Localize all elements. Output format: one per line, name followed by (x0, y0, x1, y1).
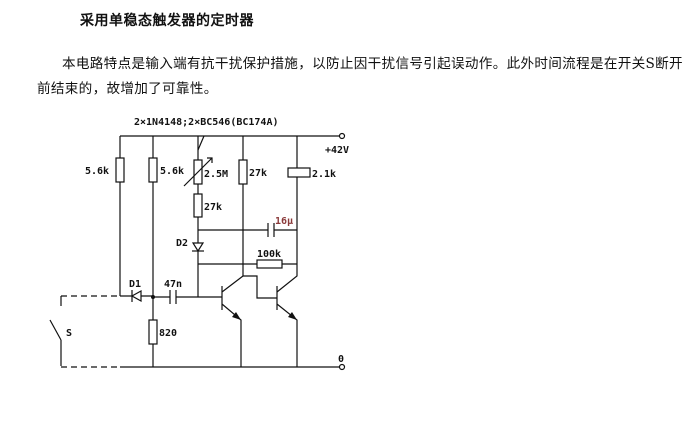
diode-d1 (130, 289, 142, 303)
switch-s (49, 296, 62, 360)
cap-timing-label: 16μ (275, 216, 293, 227)
pot-arrow-icon (183, 157, 213, 187)
transistor-t2 (276, 286, 298, 367)
d2-label: D2 (176, 238, 188, 249)
r3-label: 27k (204, 202, 222, 213)
resistor-100k (256, 259, 283, 269)
r-feedback-label: 100k (257, 249, 281, 260)
document-title: 采用单稳态触发器的定时器 (80, 13, 254, 29)
r-bottom-label: 820 (159, 328, 177, 339)
resistor-27k-b (238, 159, 248, 185)
resistor-27k-a (193, 193, 203, 218)
ground-terminal (338, 363, 346, 371)
transistor-t1 (221, 275, 244, 367)
relay-coil (287, 167, 311, 178)
relay-label: 2.1k (312, 169, 336, 180)
parts-note: 2×1N4148;2×BC546(BC174A) (134, 117, 279, 128)
r2-label: 5.6k (160, 166, 184, 177)
supply-terminal (338, 132, 346, 140)
ground-label: 0 (338, 354, 344, 365)
d1-label: D1 (129, 279, 141, 290)
cap-input-label: 47n (164, 279, 182, 290)
pot-label: 2.5M (204, 169, 228, 180)
wire (242, 136, 277, 299)
capacitor-16u (267, 223, 275, 237)
resistor-820 (148, 319, 158, 345)
capacitor-47n (169, 290, 177, 304)
wire (197, 135, 205, 151)
document-paragraph: 本电路特点是输入端有抗干扰保护措施，以防止因干扰信号引起误动作。此外时间流程是在… (37, 56, 683, 97)
supply-label: +42V (325, 145, 349, 156)
resistor-r2 (148, 157, 158, 183)
switch-label: S (66, 328, 72, 339)
r4-label: 27k (249, 168, 267, 179)
r1-label: 5.6k (85, 166, 109, 177)
resistor-r1 (115, 157, 125, 183)
wire (276, 136, 298, 293)
diode-d2 (191, 242, 205, 253)
